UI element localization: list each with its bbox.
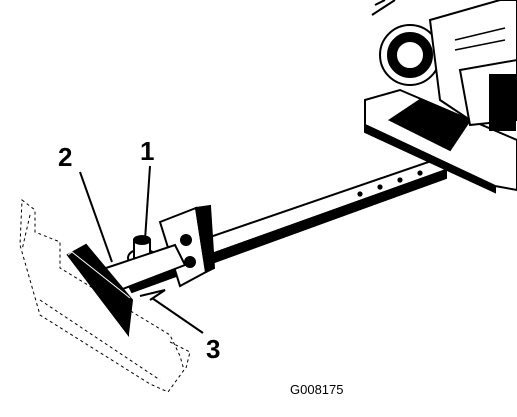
leader-lines xyxy=(79,165,204,334)
leader-3 xyxy=(151,297,204,334)
callout-3: 3 xyxy=(206,334,221,364)
leader-1 xyxy=(144,165,151,241)
deflector-pad xyxy=(66,243,187,337)
figure-id: G008175 xyxy=(290,382,344,397)
callout-1: 1 xyxy=(140,136,155,166)
callout-2: 2 xyxy=(58,142,73,172)
engine-unit xyxy=(364,0,517,194)
spring-clip xyxy=(139,289,166,301)
dashed-outline xyxy=(19,199,191,393)
leader-2 xyxy=(79,171,113,263)
